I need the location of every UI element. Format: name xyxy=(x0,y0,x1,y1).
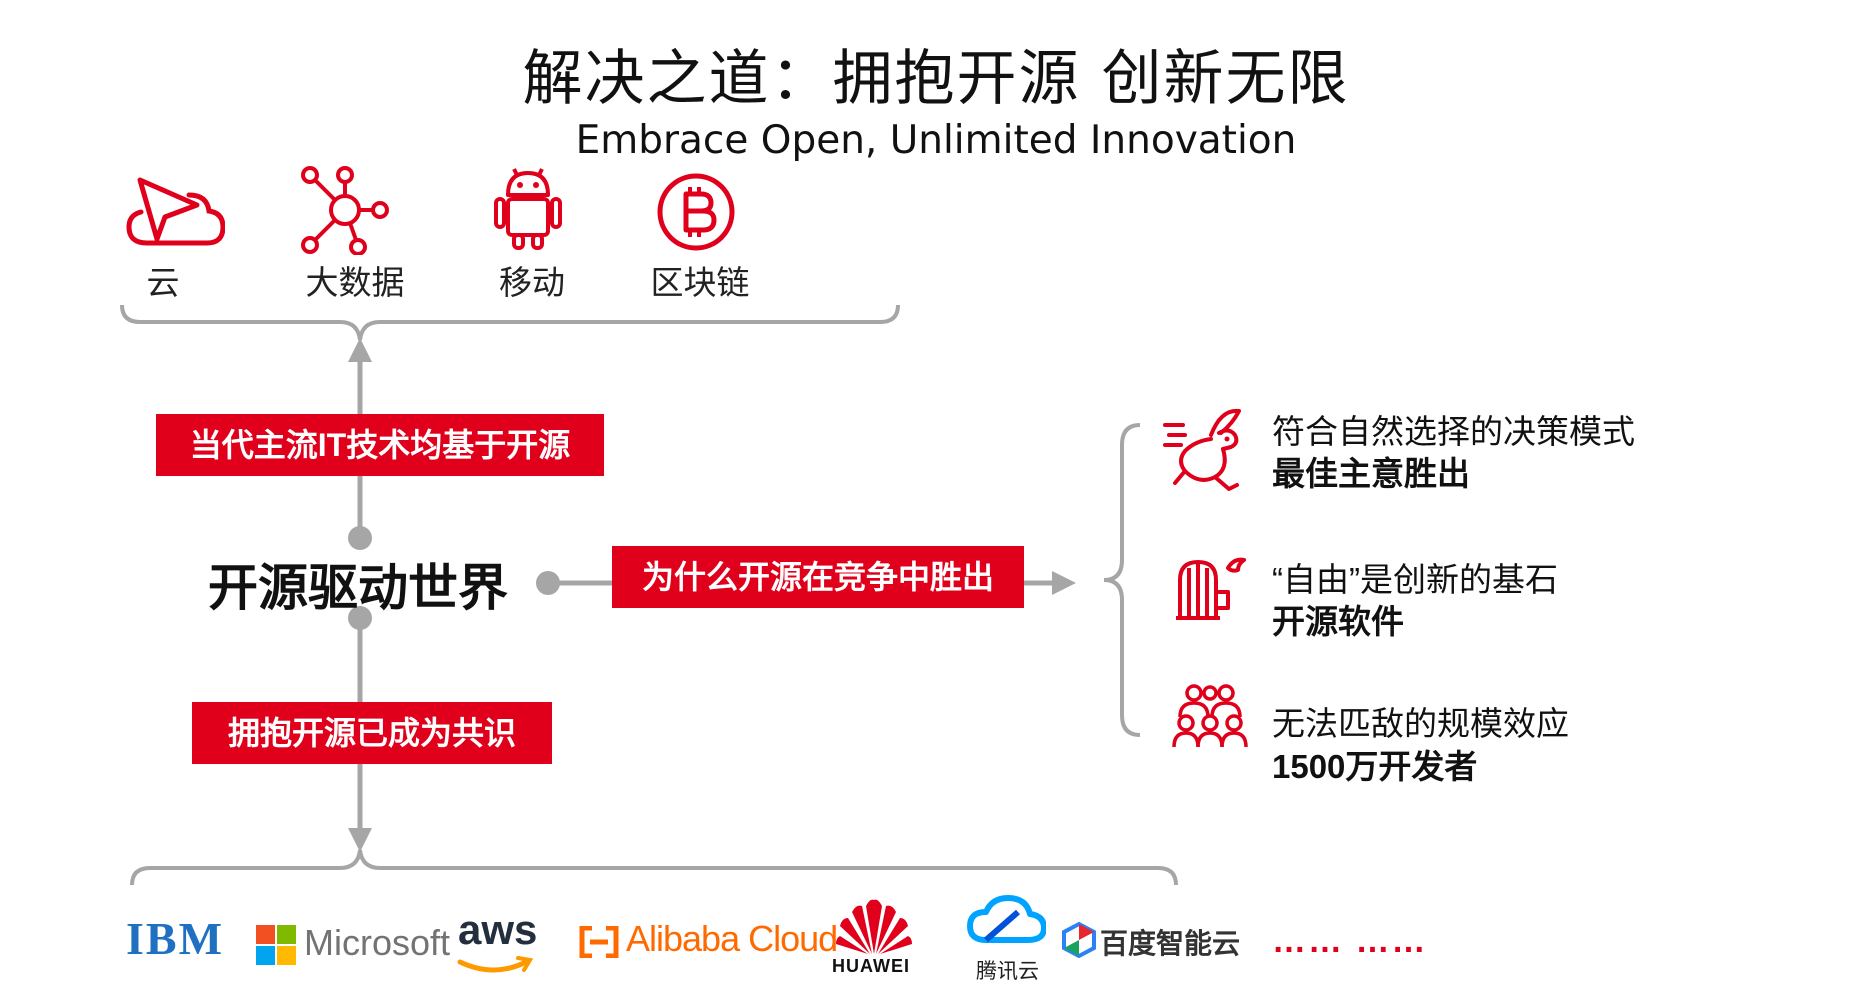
reason-3-icon xyxy=(1172,683,1248,749)
top-brace xyxy=(120,304,900,341)
reason-1-icon xyxy=(1163,405,1245,495)
rabbit-icon xyxy=(1163,408,1241,491)
ibm-logo: IBM xyxy=(126,913,224,964)
page-subtitle: Embrace Open, Unlimited Innovation xyxy=(575,118,1297,163)
reason-2-line2: 开源软件 xyxy=(1272,603,1404,640)
baidu-cloud-icon xyxy=(1062,922,1096,958)
microsoft-logo-text: Microsoft xyxy=(304,922,451,963)
reason-3-line1: 无法匹敌的规模效应 xyxy=(1272,705,1569,742)
why-opensource-box: 为什么开源在竞争中胜出 xyxy=(612,546,1024,608)
tencent-cloud-icon xyxy=(967,895,1046,943)
bottom-statement-box: 拥抱开源已成为共识 xyxy=(192,702,552,764)
reason-1-line1: 符合自然选择的决策模式 xyxy=(1272,413,1635,450)
more-ellipsis: …… …… xyxy=(1272,922,1428,960)
tech-cloud xyxy=(125,175,226,250)
people-group-icon xyxy=(1172,684,1248,748)
reason-2-line1: “自由”是创新的基石 xyxy=(1272,561,1558,598)
tech-label-bigdata: 大数据 xyxy=(305,264,405,301)
bottom-brace xyxy=(130,849,1178,886)
aws-smile-icon xyxy=(457,956,534,973)
cloud-send-icon xyxy=(126,177,226,246)
arrow-up-head xyxy=(348,338,372,362)
tech-mobile xyxy=(492,165,564,250)
center-statement: 开源驱动世界 xyxy=(208,560,508,616)
birdcage-icon xyxy=(1176,557,1246,620)
bitcoin-icon xyxy=(657,173,735,251)
reason-3-line2: 1500万开发者 xyxy=(1272,748,1478,785)
microsoft-squares-icon xyxy=(256,925,296,965)
tech-label-cloud: 云 xyxy=(146,264,180,301)
microsoft-logo xyxy=(256,925,296,965)
huawei-logo-text: HUAWEI xyxy=(832,956,910,976)
tech-label-mobile: 移动 xyxy=(499,264,565,301)
alibaba-logo-text: Alibaba Cloud xyxy=(626,918,838,959)
tech-bigdata xyxy=(300,165,390,256)
top-statement-box: 当代主流IT技术均基于开源 xyxy=(156,414,604,476)
top-dot xyxy=(348,526,372,550)
reason-2-icon xyxy=(1172,548,1248,624)
tech-blockchain xyxy=(656,172,736,252)
reason-1-line2: 最佳主意胜出 xyxy=(1272,455,1470,492)
tencent-logo-text: 腾讯云 xyxy=(976,960,1039,983)
alibaba-bracket-icon xyxy=(579,926,619,958)
page-title: 解决之道：拥抱开源 创新无限 xyxy=(522,44,1350,114)
huawei-petals-icon xyxy=(836,899,912,954)
baidu-logo-text: 百度智能云 xyxy=(1100,928,1241,959)
right-brace xyxy=(1103,423,1141,737)
arrow-down-head xyxy=(348,828,372,852)
android-icon xyxy=(494,168,562,250)
aws-logo-text: aws xyxy=(458,906,538,953)
tech-label-blockchain: 区块链 xyxy=(650,264,750,301)
network-nodes-icon xyxy=(301,166,389,256)
arrow-right-head xyxy=(1052,571,1076,595)
